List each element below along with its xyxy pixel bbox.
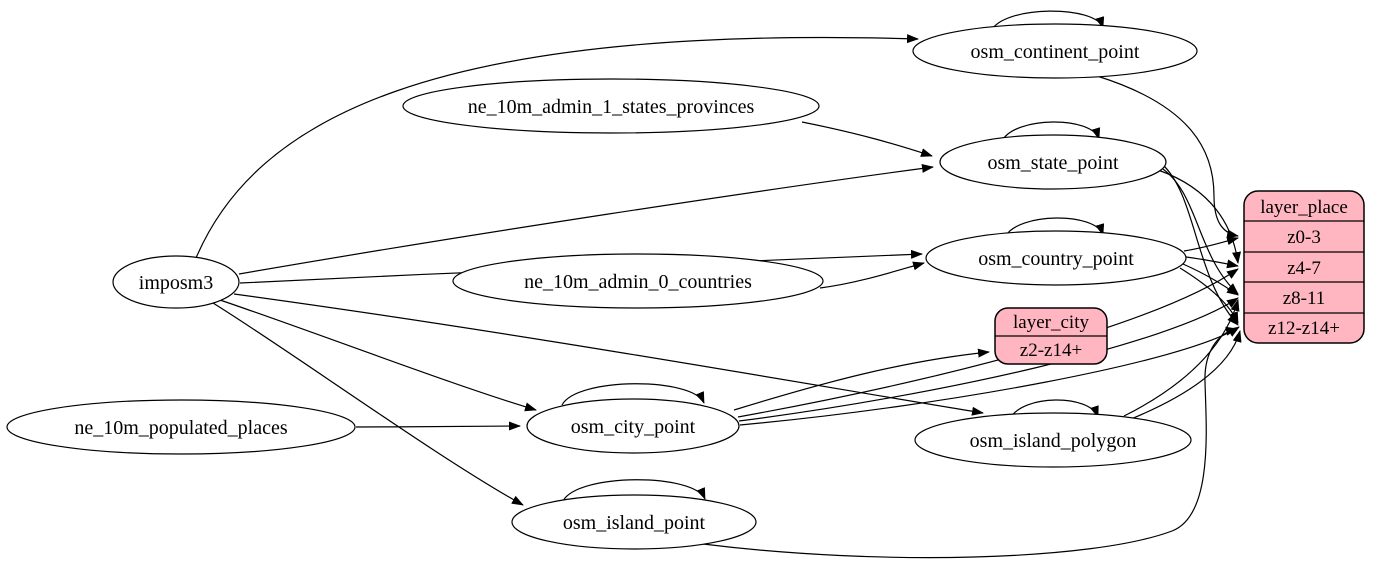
node-osm_island_polygon: osm_island_polygon	[914, 412, 1192, 468]
edge-osm_city_point-layer_city	[733, 348, 990, 411]
ne_10m_populated_places-shape	[6, 399, 356, 455]
osm_country_point-shape	[925, 230, 1187, 286]
ne_10m_populated_places-label: ne_10m_populated_places	[74, 417, 287, 439]
edge-osm_country_point-layer_place-z12-z14	[1179, 267, 1239, 324]
layer_place-box	[1243, 190, 1365, 344]
record-layer_place: layer_place z0-3 z4-7 z8-11 z12-z14+	[1243, 190, 1365, 344]
edge-osm_island_point-layer_place-z12-z14	[702, 326, 1238, 559]
edge-selfloop-osm_continent_point	[990, 10, 1105, 32]
edge-ne_10m_populated_places-osm_city_point	[355, 421, 521, 431]
layer_place-title: layer_place	[1260, 197, 1348, 218]
edge-ne_10m_admin_0_countries-osm_country_point	[819, 261, 925, 289]
node-osm_country_point: osm_country_point	[925, 230, 1187, 286]
layer_place-row-z4-7: z4-7	[1287, 258, 1321, 279]
ne_10m_admin_1_states_provinces-shape	[402, 78, 820, 134]
node-osm_continent_point: osm_continent_point	[912, 23, 1198, 79]
node-osm_city_point: osm_city_point	[526, 398, 740, 454]
imposm3-shape	[112, 255, 240, 309]
osm_state_point-label: osm_state_point	[987, 152, 1119, 174]
edge-imposm3-osm_city_point	[219, 299, 537, 412]
layer_place-row-z12-z14: z12-z14+	[1268, 318, 1340, 339]
record-layer_city: layer_city z2-z14+	[994, 307, 1108, 365]
layer_place-row-z0-3: z0-3	[1287, 227, 1321, 248]
edge-selfloop-osm_island_polygon	[1009, 399, 1099, 420]
edge-osm_city_point-layer_place-z4-7	[737, 268, 1239, 418]
edge-selfloop-osm_country_point	[1004, 217, 1105, 238]
ne_10m_admin_1_states_provinces-label: ne_10m_admin_1_states_provinces	[468, 96, 755, 118]
edge-osm_country_point-layer_place-z0-3	[1183, 236, 1239, 252]
osm_city_point-label: osm_city_point	[571, 416, 696, 438]
edge-osm_island_polygon-layer_place-z8-11	[1123, 299, 1240, 417]
edge-imposm3-osm_continent_point	[195, 34, 919, 259]
edge-osm_state_point-layer_place-z12-z14	[1161, 163, 1239, 326]
edge-osm_country_point-layer_place-z8-11	[1182, 263, 1239, 296]
layer_place-row-z8-11: z8-11	[1283, 288, 1326, 309]
osm_island_polygon-shape	[914, 412, 1192, 468]
edge-osm_country_point-layer_place-z4-7	[1185, 256, 1239, 269]
node-ne_10m_populated_places: ne_10m_populated_places	[6, 399, 356, 455]
osm_island_point-shape	[511, 494, 757, 550]
ne_10m_admin_0_countries-shape	[452, 253, 824, 309]
node-osm_island_point: osm_island_point	[511, 494, 757, 550]
osm_city_point-shape	[526, 398, 740, 454]
osm_continent_point-shape	[912, 23, 1198, 79]
ne_10m_admin_0_countries-label: ne_10m_admin_0_countries	[524, 271, 752, 293]
edge-osm_island_polygon-layer_place-z12-z14	[1130, 330, 1242, 420]
node-ne_10m_admin_0_countries: ne_10m_admin_0_countries	[452, 253, 824, 309]
osm_state_point-shape	[939, 134, 1167, 190]
edge-imposm3-osm_island_point	[212, 302, 524, 506]
edge-imposm3-osm_state_point	[238, 163, 934, 275]
imposm3-label: imposm3	[139, 272, 213, 294]
node-imposm3: imposm3	[112, 255, 240, 309]
edge-selfloop-osm_state_point	[1001, 121, 1101, 142]
osm_country_point-label: osm_country_point	[978, 248, 1134, 270]
layer_city-row-z2-z14: z2-z14+	[1020, 340, 1082, 361]
node-ne_10m_admin_1_states_provinces: ne_10m_admin_1_states_provinces	[402, 78, 820, 134]
edge-imposm3-osm_island_polygon	[233, 293, 984, 416]
edge-layer	[195, 10, 1242, 559]
edge-osm_city_point-layer_place-z8-11	[738, 297, 1239, 422]
edge-osm_state_point-layer_place-z8-11	[1159, 166, 1239, 295]
node-osm_state_point: osm_state_point	[939, 134, 1167, 190]
edge-selfloop-osm_city_point	[561, 383, 705, 406]
osm_island_point-label: osm_island_point	[563, 512, 706, 534]
edge-osm_continent_point-layer_place-z0-3	[1096, 75, 1239, 239]
osm_continent_point-label: osm_continent_point	[971, 41, 1140, 63]
edge-selfloop-osm_island_point	[562, 479, 706, 502]
edge-osm_city_point-layer_place-z12-z14	[739, 326, 1240, 426]
edge-ne_10m_admin_1_states_provinces-osm_state_point	[801, 121, 933, 157]
edge-osm_state_point-layer_place-z4-7	[1157, 169, 1241, 264]
layer_city-title: layer_city	[1013, 312, 1089, 333]
osm_island_polygon-label: osm_island_polygon	[970, 430, 1137, 452]
